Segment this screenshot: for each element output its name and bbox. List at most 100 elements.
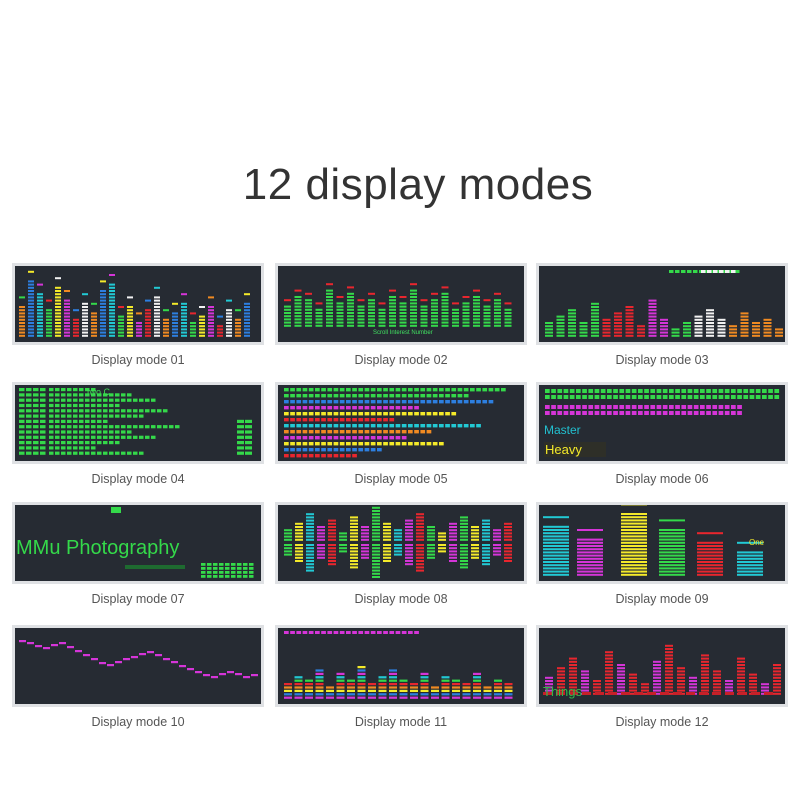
led-segment [127,435,132,439]
led-segment [347,696,355,699]
led-segment [577,561,603,563]
led-segment [328,529,336,532]
led-segment [383,526,391,528]
led-segment [677,683,685,686]
led-segment [26,435,32,439]
led-segment [308,442,314,446]
led-segment [327,631,333,634]
led-segment [28,331,34,334]
led-segment [55,425,60,429]
mode-caption: Display mode 05 [354,472,448,486]
led-segment [244,328,250,331]
led-segment [543,516,569,519]
led-segment [577,567,603,570]
led-segment [145,398,150,402]
led-segment [504,550,512,553]
led-segment [731,270,736,273]
led-segment [693,270,698,273]
led-segment [19,398,25,402]
led-segment [389,412,395,416]
led-segment [420,318,428,321]
led-segment [665,689,673,692]
led-segment [357,686,366,689]
led-segment [579,331,588,334]
led-segment [669,389,674,393]
led-segment [416,516,424,519]
led-segment [441,302,449,305]
led-segment [725,692,734,695]
led-segment [109,274,115,276]
led-segment [181,312,187,315]
led-segment [408,400,413,404]
led-segment [401,406,407,410]
led-segment [763,318,772,321]
led-segment [383,424,388,428]
led-segment [127,328,133,331]
screen-text: Things [543,684,583,699]
led-segment [408,388,413,392]
led-segment [457,388,463,392]
led-segment [582,411,587,415]
led-segment [315,448,320,452]
led-segment [294,679,303,682]
led-segment [49,409,54,413]
led-segment [357,308,365,311]
led-segment [377,388,382,392]
led-segment [73,325,79,328]
screen-text: Master [544,423,581,437]
led-segment [614,331,622,334]
led-segment [305,299,312,302]
led-segment [659,551,685,554]
led-segment [284,418,289,422]
led-segment [665,670,673,673]
led-segment [305,696,313,699]
led-segment [543,573,569,576]
led-segment [701,664,709,666]
led-segment [462,305,470,308]
led-segment [662,405,668,409]
led-segment [46,322,52,324]
led-segment [85,393,90,397]
led-segment [410,296,417,298]
led-segment [305,686,313,689]
led-segment [305,324,312,327]
led-segment [569,673,577,676]
led-segment [761,689,769,692]
led-segment [55,290,61,292]
led-segment [350,532,358,535]
led-segment [594,395,600,399]
led-segment [545,331,553,334]
led-segment [545,411,550,415]
led-segment [617,673,625,676]
led-segment [737,554,763,557]
led-segment [591,306,599,308]
led-segment [669,270,674,273]
led-segment [133,451,138,455]
led-segment [368,683,376,686]
led-segment [145,425,150,429]
led-segment [315,308,323,311]
led-screen [12,263,264,345]
led-segment [427,556,435,559]
led-segment [67,419,72,423]
led-segment [504,526,512,528]
led-segment [85,441,90,445]
led-segment [237,451,244,455]
led-segment [504,302,512,305]
led-screen [275,502,527,584]
led-segment [594,405,600,409]
led-segment [602,328,611,331]
led-segment [543,564,569,567]
led-segment [121,414,126,418]
led-segment [389,631,395,634]
led-segment [493,544,501,546]
led-segment [462,315,470,318]
led-segment [389,436,395,440]
led-segment [543,567,569,570]
led-segment [482,544,490,546]
led-segment [401,442,407,446]
led-segment [333,454,339,458]
led-segment [121,393,126,397]
led-segment [556,315,565,318]
led-segment [85,435,90,439]
